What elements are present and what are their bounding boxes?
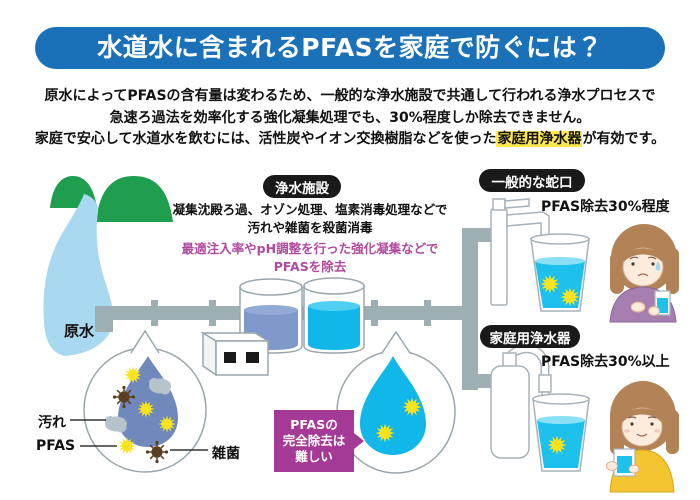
raw-water-magnifier (70, 329, 208, 473)
plant-desc-line-1: 凝集沈殿ろ過、オゾン処理、塩素消毒処理などで (172, 202, 448, 217)
plant-description: 凝集沈殿ろ過、オゾン処理、塩素消毒処理などで 汚れや雑菌を殺菌消毒 最適注入率や… (155, 201, 465, 275)
tap-water-glass (530, 233, 590, 312)
page-title: 水道水に含まれるPFASを家庭で防ぐには？ (35, 27, 665, 69)
pfas-removal-callout: PFASの 完全除去は 難しい (274, 410, 364, 472)
home-purifier-illustration (490, 344, 552, 459)
home-purifier-badge: 家庭用浄水器 (480, 325, 580, 348)
plant-badge: 浄水施設 (263, 175, 341, 198)
clean-water-drop (360, 356, 426, 455)
purified-water-glass (532, 393, 590, 472)
pfas-label: PFAS (36, 438, 76, 454)
happy-woman-illustration (606, 381, 679, 493)
dirt-label: 汚れ (38, 415, 66, 431)
mountains-illustration (50, 176, 173, 222)
highlighted-term: 家庭用浄水器 (496, 131, 583, 147)
faucet-illustration (490, 198, 550, 306)
tap-badge: 一般的な蛇口 (479, 169, 585, 192)
intro-paragraph: 原水によってPFASの含有量は変わるため、一般的な浄水施設で共通して行われる浄水… (0, 86, 700, 151)
bacteria-label: 雑菌 (212, 446, 240, 462)
callout-line-2: 完全除去は (282, 433, 346, 448)
intro-line-1: 原水によってPFASの含有量は変わるため、一般的な浄水施設で共通して行われる浄水… (44, 88, 656, 104)
purifier-removal-rate: PFAS除去30%以上 (541, 354, 670, 370)
plant-pfas-line-2: PFASを除去 (273, 258, 347, 274)
callout-line-1: PFASの (290, 417, 338, 432)
plant-pfas-note: 最適注入率やpH調整を行った強化凝集などで PFASを除去 (155, 240, 465, 275)
plant-desc-line-2: 汚れや雑菌を殺菌消毒 (247, 219, 373, 235)
raw-water-label: 原水 (64, 322, 95, 340)
intro-line-3: 家庭で安心して水道水を飲むには、活性炭やイオン交換樹脂などを使った家庭用浄水器が… (34, 131, 666, 147)
tap-removal-rate: PFAS除去30%程度 (541, 199, 670, 215)
plant-building-illustration (200, 331, 271, 377)
worried-woman-illustration (609, 224, 679, 323)
treated-water-magnifier (336, 330, 456, 474)
plant-pfas-line-1: 最適注入率やpH調整を行った強化凝集などで (181, 241, 439, 256)
intro-line-2: 急速ろ過法を効率化する強化凝集処理でも、30%程度しか除去できません。 (109, 109, 591, 126)
callout-line-3: 難しい (295, 449, 333, 464)
